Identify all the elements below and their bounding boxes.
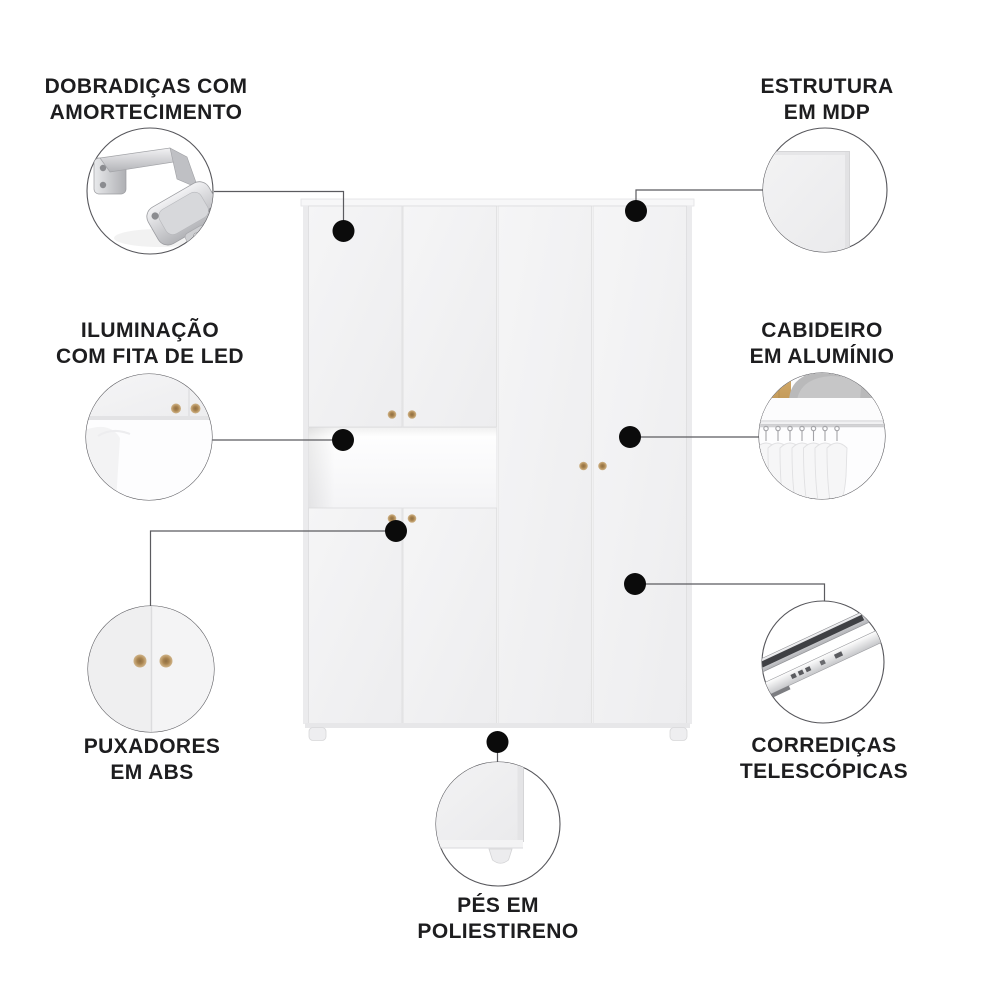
lower-left-door-2: [402, 507, 497, 725]
callout-label-structure: ESTRUTURA EM MDP: [760, 75, 894, 124]
leader-lines: [149, 189, 826, 763]
wood-panel-detail: [759, 373, 791, 400]
callout-label-feet: PÉS EM POLIESTIRENO: [417, 894, 579, 943]
aluminum-hanger-rail-photo: [759, 373, 885, 499]
callout-circle-slides: [761, 600, 885, 724]
leader-line-hinges: [214, 190, 345, 225]
leader-line-knobs: [149, 530, 396, 607]
right-tall-door-2: [592, 205, 687, 725]
callout-circle-knobs: [87, 605, 215, 733]
upper-left-door-2: [402, 205, 497, 428]
callout-circle-feet: [435, 761, 561, 887]
callout-label-hinges: DOBRADIÇAS COM AMORTECIMENTO: [44, 75, 248, 124]
callout-dots: [332, 200, 647, 753]
callout-circle-structure: [762, 127, 888, 253]
callout-circle-rail: [758, 372, 886, 500]
telescopic-slides-photo: [762, 603, 884, 702]
callout-dot-feet: [486, 731, 509, 753]
callout-dot-rail: [619, 426, 641, 448]
upper-left-door-1: [308, 205, 403, 428]
callout-label-slides: CORREDIÇAS TELESCÓPICAS: [739, 734, 909, 783]
callout-label-knobs: PUXADORES EM ABS: [83, 735, 221, 784]
wardrobe-left-side: [303, 206, 309, 724]
callout-dot-led: [332, 429, 354, 451]
callout-dot-structure: [625, 200, 647, 222]
polystyrene-foot-photo: [436, 762, 524, 864]
right-tall-door-1: [497, 205, 592, 725]
wardrobe-right-side: [686, 206, 692, 724]
leader-line-slides: [635, 583, 826, 602]
callout-dot-hinges: [332, 220, 355, 242]
wardrobe-foot-right: [669, 727, 688, 741]
wardrobe-base-edge: [305, 723, 690, 728]
door-knobs: [387, 410, 607, 523]
lower-left-door-1: [308, 507, 403, 725]
wardrobe-foot-left: [308, 727, 327, 741]
callout-label-led: ILUMINAÇÃO COM FITA DE LED: [56, 319, 244, 368]
callout-dot-knobs: [385, 520, 407, 542]
abs-knobs-photo: [88, 606, 214, 732]
wardrobe-illustration: [300, 198, 695, 741]
callout-circle-hinges: [86, 127, 214, 255]
callout-label-rail: CABIDEIRO EM ALUMÍNIO: [749, 319, 895, 368]
wardrobe-top-panel: [300, 198, 695, 207]
callout-dot-slides: [624, 573, 646, 595]
callout-circle-led: [85, 373, 213, 501]
